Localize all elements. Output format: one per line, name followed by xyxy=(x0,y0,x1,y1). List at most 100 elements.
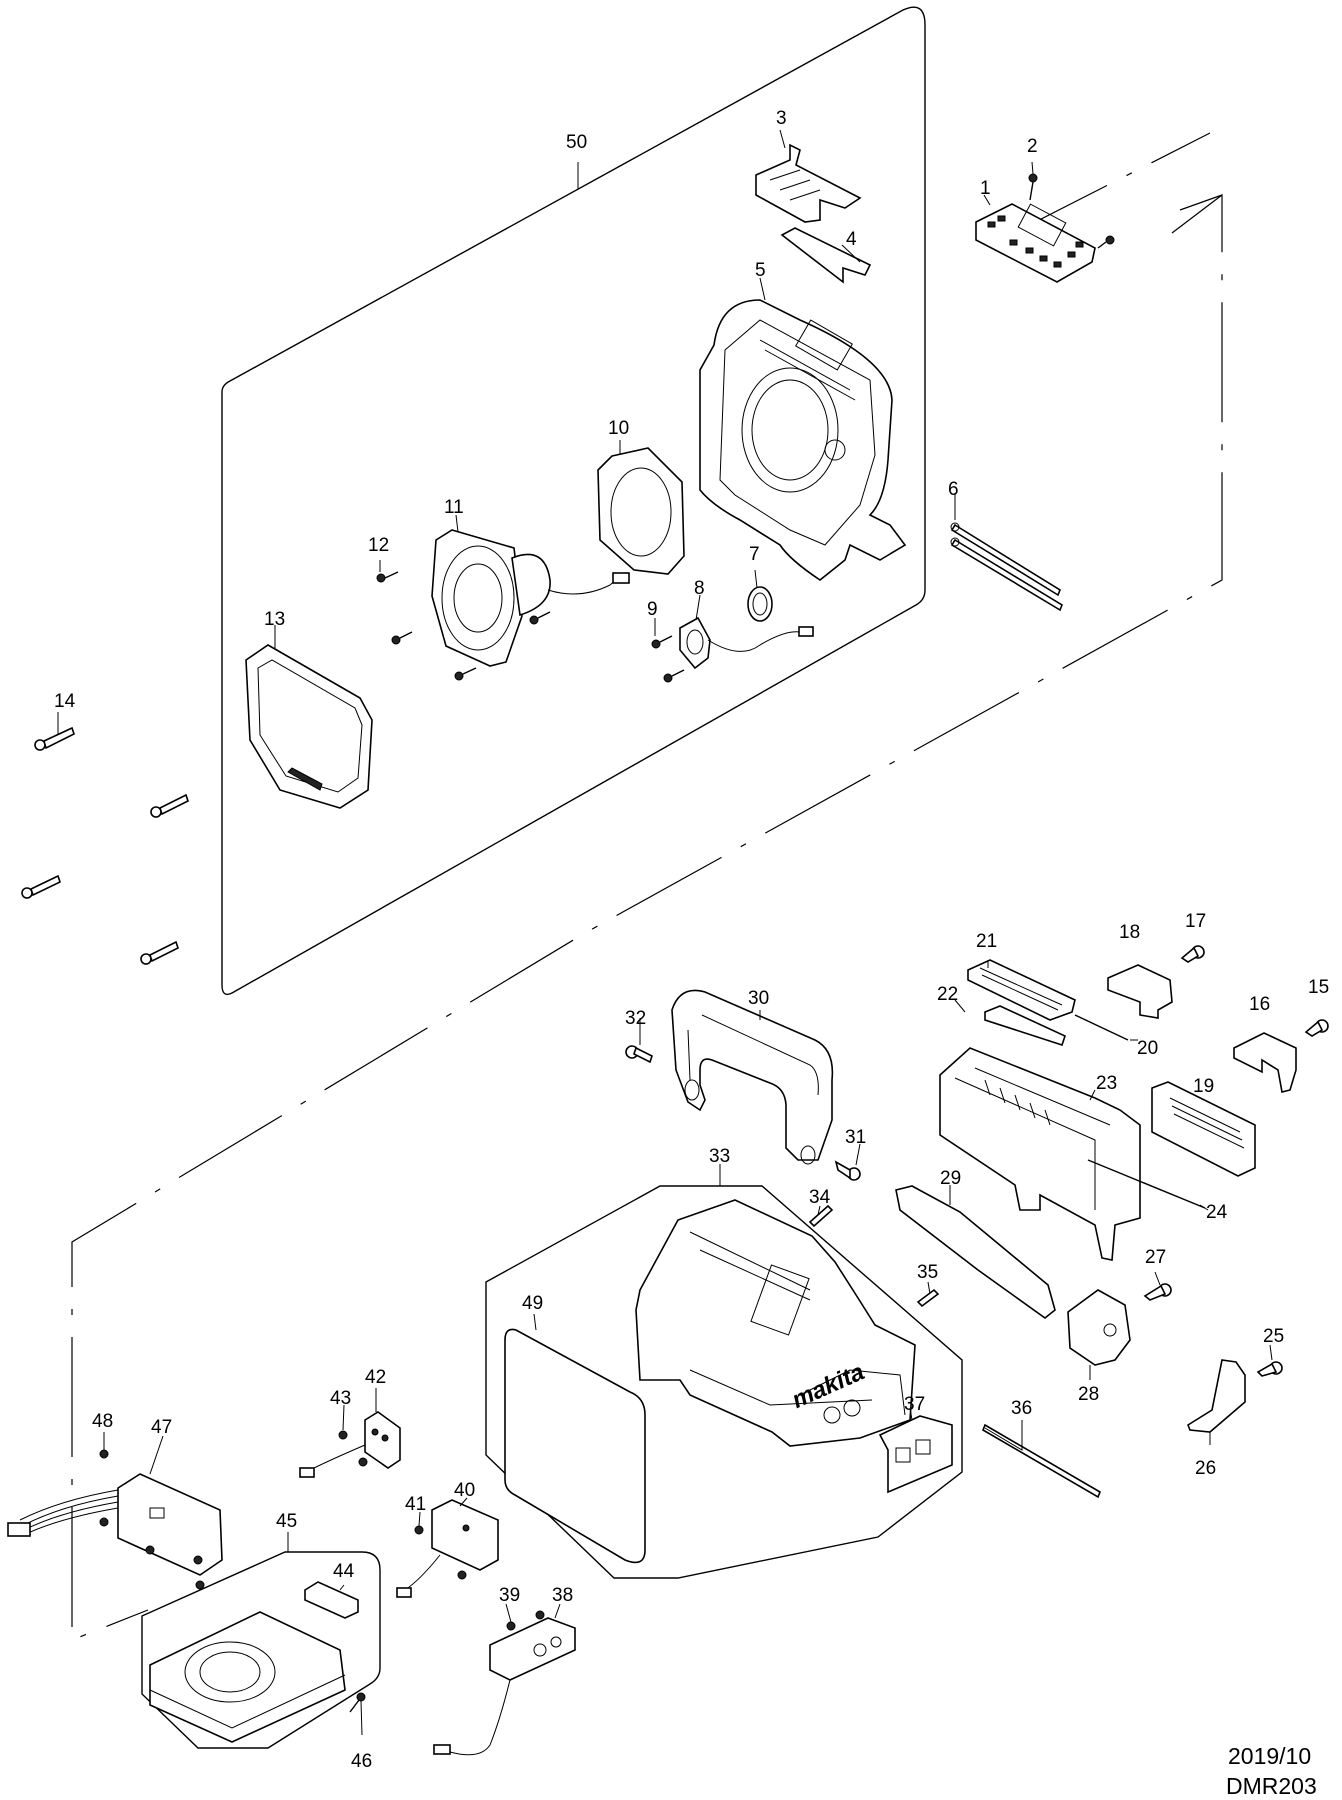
part-3-label-sticker xyxy=(755,143,862,223)
part-12-screws xyxy=(376,571,551,681)
part-label: 11 xyxy=(444,497,464,518)
part-label: 40 xyxy=(454,1480,475,1501)
part-label: 27 xyxy=(1145,1247,1166,1268)
model-code: DMR203 xyxy=(1226,1773,1317,1799)
part-label: 23 xyxy=(1096,1073,1117,1094)
part-8-tweeter xyxy=(679,616,814,670)
part-18-latch xyxy=(1107,964,1173,1019)
part-16-bracket xyxy=(1233,1032,1297,1093)
part-26-foot xyxy=(1187,1359,1246,1433)
part-34-35-screws xyxy=(808,1204,940,1308)
part-label: 48 xyxy=(92,1411,113,1432)
part-label: 19 xyxy=(1193,1076,1214,1097)
part-33-rear-housing: makita xyxy=(635,1199,916,1447)
part-22-terminal-block xyxy=(984,1005,1066,1047)
part-label: 20 xyxy=(1137,1038,1158,1059)
part-label: 50 xyxy=(566,132,587,153)
part-label: 38 xyxy=(552,1585,573,1606)
part-43-screws xyxy=(338,1430,368,1467)
part-label: 32 xyxy=(625,1008,646,1029)
part-label: 41 xyxy=(405,1494,426,1515)
part-label: 43 xyxy=(330,1388,351,1409)
part-45-amplifier xyxy=(149,1611,346,1743)
part-11-woofer-speaker xyxy=(431,529,630,667)
part-38-connector-board xyxy=(433,1617,576,1756)
part-20-pin xyxy=(1074,1014,1129,1041)
part-49-gasket xyxy=(504,1328,646,1564)
assembly-50-outline xyxy=(221,6,926,996)
part-label: 49 xyxy=(522,1293,543,1314)
part-label: 14 xyxy=(54,691,76,712)
part-7-ring xyxy=(747,586,773,622)
part-5-front-housing xyxy=(699,299,907,581)
part-label: 39 xyxy=(499,1585,520,1606)
part-label: 2 xyxy=(1027,136,1038,157)
part-label: 9 xyxy=(647,599,658,620)
part-label: 10 xyxy=(608,418,629,439)
part-label: 35 xyxy=(917,1262,938,1283)
part-label: 47 xyxy=(151,1417,172,1438)
part-27-screw xyxy=(1143,1283,1172,1301)
part-label: 36 xyxy=(1011,1398,1032,1419)
part-label: 22 xyxy=(937,984,958,1005)
part-label: 17 xyxy=(1185,911,1206,932)
part-label: 16 xyxy=(1249,994,1270,1015)
date-code: 2019/10 xyxy=(1228,1743,1311,1769)
part-label: 15 xyxy=(1308,977,1329,998)
part-40-board xyxy=(396,1499,499,1598)
part-19-rear-panel xyxy=(1151,1081,1256,1177)
part-15-screw xyxy=(1304,1019,1329,1037)
part-23-battery-housing xyxy=(939,1047,1141,1261)
part-2-screw xyxy=(1028,173,1115,249)
part-label: 8 xyxy=(694,578,705,599)
part-label: 5 xyxy=(755,260,766,281)
part-4-film xyxy=(780,227,872,284)
part-label: 30 xyxy=(748,988,769,1009)
assembly-guide-lines xyxy=(71,132,1223,1641)
part-label: 24 xyxy=(1206,1202,1228,1223)
part-label: 33 xyxy=(709,1146,730,1167)
part-30-handle xyxy=(671,989,834,1165)
part-label: 25 xyxy=(1263,1326,1284,1347)
part-31-32-screws xyxy=(625,1045,861,1181)
part-label: 29 xyxy=(940,1168,961,1189)
part-label: 28 xyxy=(1078,1384,1099,1405)
part-37-switch-panel xyxy=(878,1415,953,1494)
part-47-main-pcb xyxy=(7,1473,223,1576)
part-42-switch-board xyxy=(299,1411,401,1478)
part-label: 31 xyxy=(845,1127,866,1148)
part-label: 45 xyxy=(276,1511,297,1532)
part-9-screws xyxy=(651,635,685,683)
part-label: 6 xyxy=(948,479,959,500)
part-label: 3 xyxy=(776,108,787,129)
part-6-cable-ties xyxy=(950,522,1063,612)
part-label: 1 xyxy=(980,178,991,199)
part-label: 44 xyxy=(333,1561,355,1582)
part-label: 7 xyxy=(749,544,760,565)
part-label: 37 xyxy=(904,1394,925,1415)
part-label: 12 xyxy=(368,535,389,556)
part-17-screw xyxy=(1180,945,1205,963)
leader-lines xyxy=(57,129,1273,1736)
part-36-rod xyxy=(982,1423,1101,1499)
part-label: 4 xyxy=(846,229,857,250)
part-label: 21 xyxy=(976,931,997,952)
part-label: 42 xyxy=(365,1367,386,1388)
part-25-screw xyxy=(1256,1361,1283,1377)
part-label: 34 xyxy=(809,1187,831,1208)
part-21-terminal-cover xyxy=(967,959,1076,1021)
assembly-45-outline xyxy=(141,1551,381,1749)
part-41-screws xyxy=(414,1525,467,1580)
part-label: 26 xyxy=(1195,1458,1216,1479)
part-29-gasket xyxy=(895,1185,1056,1320)
part-28-side-cover xyxy=(1067,1289,1131,1366)
part-label: 13 xyxy=(264,609,285,630)
part-label: 18 xyxy=(1119,922,1140,943)
part-44-film xyxy=(304,1581,359,1619)
part-24-pin xyxy=(1087,1159,1206,1209)
part-13-speaker-grille xyxy=(245,644,373,809)
part-14-long-screws xyxy=(21,726,189,965)
part-labels: 1 2 3 4 5 6 7 8 9 10 11 12 13 14 15 16 1… xyxy=(54,108,1329,1772)
part-1-control-panel xyxy=(975,203,1096,283)
